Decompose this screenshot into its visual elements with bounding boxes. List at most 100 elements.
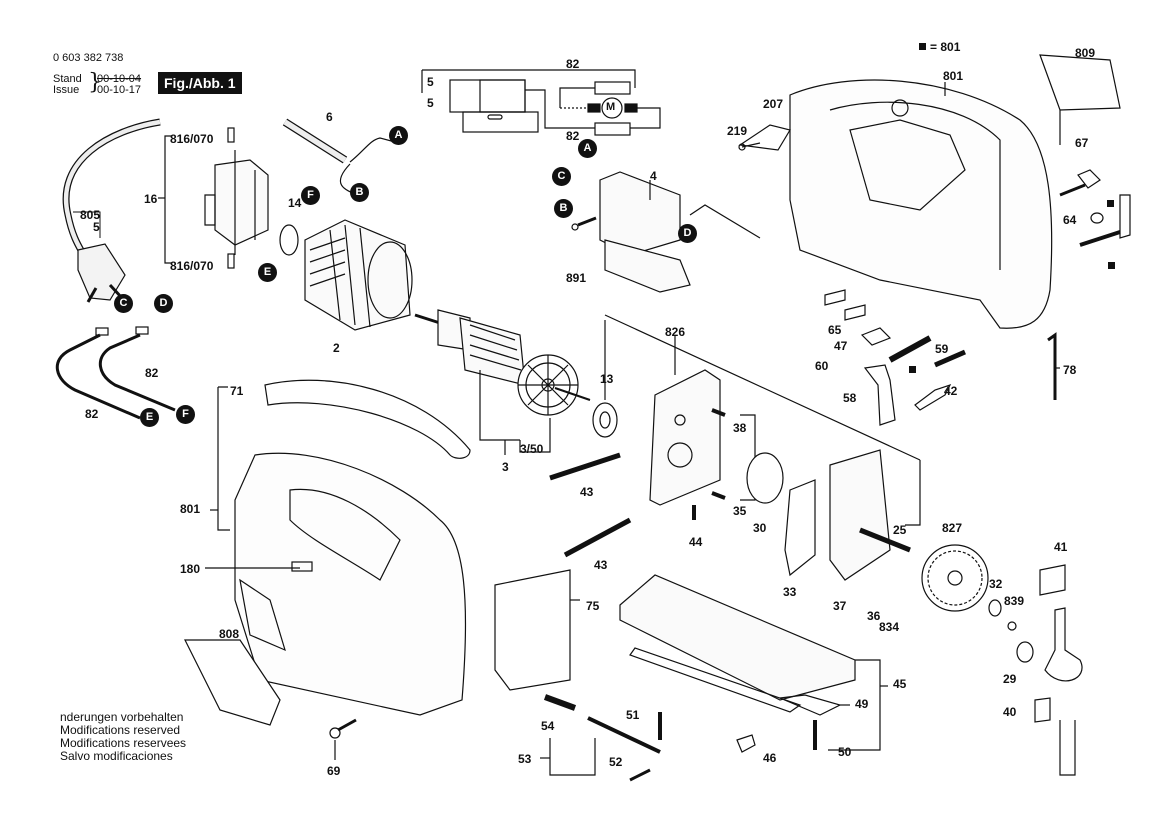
callout-50: 50 [838, 745, 852, 759]
callout-47: 47 [834, 339, 848, 353]
notice-line-en: Modifications reserved [60, 723, 181, 737]
callout-5: 5 [93, 220, 100, 234]
notice-line-fr: Modifications reservees [60, 736, 187, 750]
callout-816-070: 816/070 [170, 259, 214, 273]
callout-49: 49 [855, 697, 869, 711]
callout-60: 60 [815, 359, 829, 373]
connector-badge-e: E [258, 263, 277, 282]
callout-808: 808 [219, 627, 240, 641]
callout-4: 4 [650, 169, 657, 183]
callout-35: 35 [733, 504, 747, 518]
callout-207: 207 [763, 97, 784, 111]
callout-2: 2 [333, 341, 340, 355]
callout-6: 6 [326, 110, 333, 124]
callout-82: 82 [85, 407, 99, 421]
callout-58: 58 [843, 391, 857, 405]
black-square-icon [909, 366, 916, 373]
callout-69: 69 [327, 764, 341, 778]
connector-badge-a: A [578, 139, 597, 158]
callout-52: 52 [609, 755, 623, 769]
housing-shell-left [205, 452, 467, 716]
bracket-16 [164, 135, 172, 264]
callout-834: 834 [879, 620, 900, 634]
connector-badge-a: A [389, 126, 408, 145]
callout-219: 219 [727, 124, 748, 138]
callout-14: 14 [288, 196, 302, 210]
callout-30: 30 [753, 521, 767, 535]
notice-line-es: Salvo modificaciones [60, 749, 173, 763]
connector-cables-drawing [55, 326, 176, 420]
callout-67: 67 [1075, 136, 1089, 150]
callout-839: 839 [1004, 594, 1025, 608]
callout-71: 71 [230, 384, 244, 398]
connector-badge-b: B [554, 199, 573, 218]
brush-holder-drawing [204, 127, 269, 269]
callout-36: 36 [867, 609, 881, 623]
legend-text: = 801 [930, 40, 961, 54]
callout-827: 827 [942, 521, 963, 535]
notice-line-de: nderungen vorbehalten [60, 710, 184, 724]
stand-label: Stand [53, 73, 82, 85]
black-square-icon [919, 43, 926, 50]
connector-badge-c: C [114, 294, 133, 313]
callout-54: 54 [541, 719, 555, 733]
callout-41: 41 [1054, 540, 1068, 554]
gear-827-drawing [921, 544, 989, 612]
callout-82: 82 [566, 57, 580, 71]
connector-badge-e: E [140, 408, 159, 427]
callout-38: 38 [733, 421, 747, 435]
callout-801: 801 [180, 502, 201, 516]
callout-801: 801 [943, 69, 964, 83]
connector-badge-c: C [552, 167, 571, 186]
plunger-frame-drawing [604, 314, 921, 526]
callout-42: 42 [944, 384, 958, 398]
connector-badge-f: F [301, 186, 320, 205]
callout-51: 51 [626, 708, 640, 722]
callout-65: 65 [828, 323, 842, 337]
armature-drawing [414, 309, 591, 455]
connector-badge-d: D [154, 294, 173, 313]
callout-891: 891 [566, 271, 587, 285]
callout-33: 33 [783, 585, 797, 599]
black-square-icon [1108, 262, 1115, 269]
callout-45: 45 [893, 677, 907, 691]
callout-180: 180 [180, 562, 201, 576]
callout-64: 64 [1063, 213, 1077, 227]
callout-43: 43 [580, 485, 594, 499]
callout-5: 5 [427, 75, 434, 89]
callout-3: 3 [502, 460, 509, 474]
callout-13: 13 [600, 372, 614, 386]
callout-5: 5 [427, 96, 434, 110]
housing-shell-right [738, 79, 1053, 329]
connector-badge-d: D [678, 224, 697, 243]
switch-drawing [571, 171, 761, 293]
callout-29: 29 [1003, 672, 1017, 686]
figure-label: Fig./Abb. 1 [158, 72, 242, 94]
callout-826: 826 [665, 325, 686, 339]
cable-6-drawing [282, 118, 396, 197]
callout-3-50: 3/50 [520, 442, 544, 456]
bearing-13-drawing [592, 320, 618, 438]
cover-809-drawing [1039, 54, 1121, 111]
part-number: 0 603 382 738 [53, 52, 124, 64]
connector-badge-f: F [176, 405, 195, 424]
callout-809: 809 [1075, 46, 1096, 60]
modifications-notice: nderungen vorbehalten Modifications rese… [60, 711, 186, 763]
callout-25: 25 [893, 523, 907, 537]
issue-label: Issue [53, 84, 80, 96]
callout-75: 75 [586, 599, 600, 613]
callout-82: 82 [145, 366, 159, 380]
callout-43: 43 [594, 558, 608, 572]
issue-date: 00-10-17 [97, 84, 142, 96]
callout-40: 40 [1003, 705, 1017, 719]
callout-44: 44 [689, 535, 703, 549]
callout-46: 46 [763, 751, 777, 765]
callout-816-070: 816/070 [170, 132, 214, 146]
power-cord-drawing [62, 118, 161, 303]
callout-32: 32 [989, 577, 1003, 591]
handle-71-drawing [264, 379, 471, 459]
callout-37: 37 [833, 599, 847, 613]
motor-symbol: M [606, 101, 616, 113]
callout-59: 59 [935, 342, 949, 356]
